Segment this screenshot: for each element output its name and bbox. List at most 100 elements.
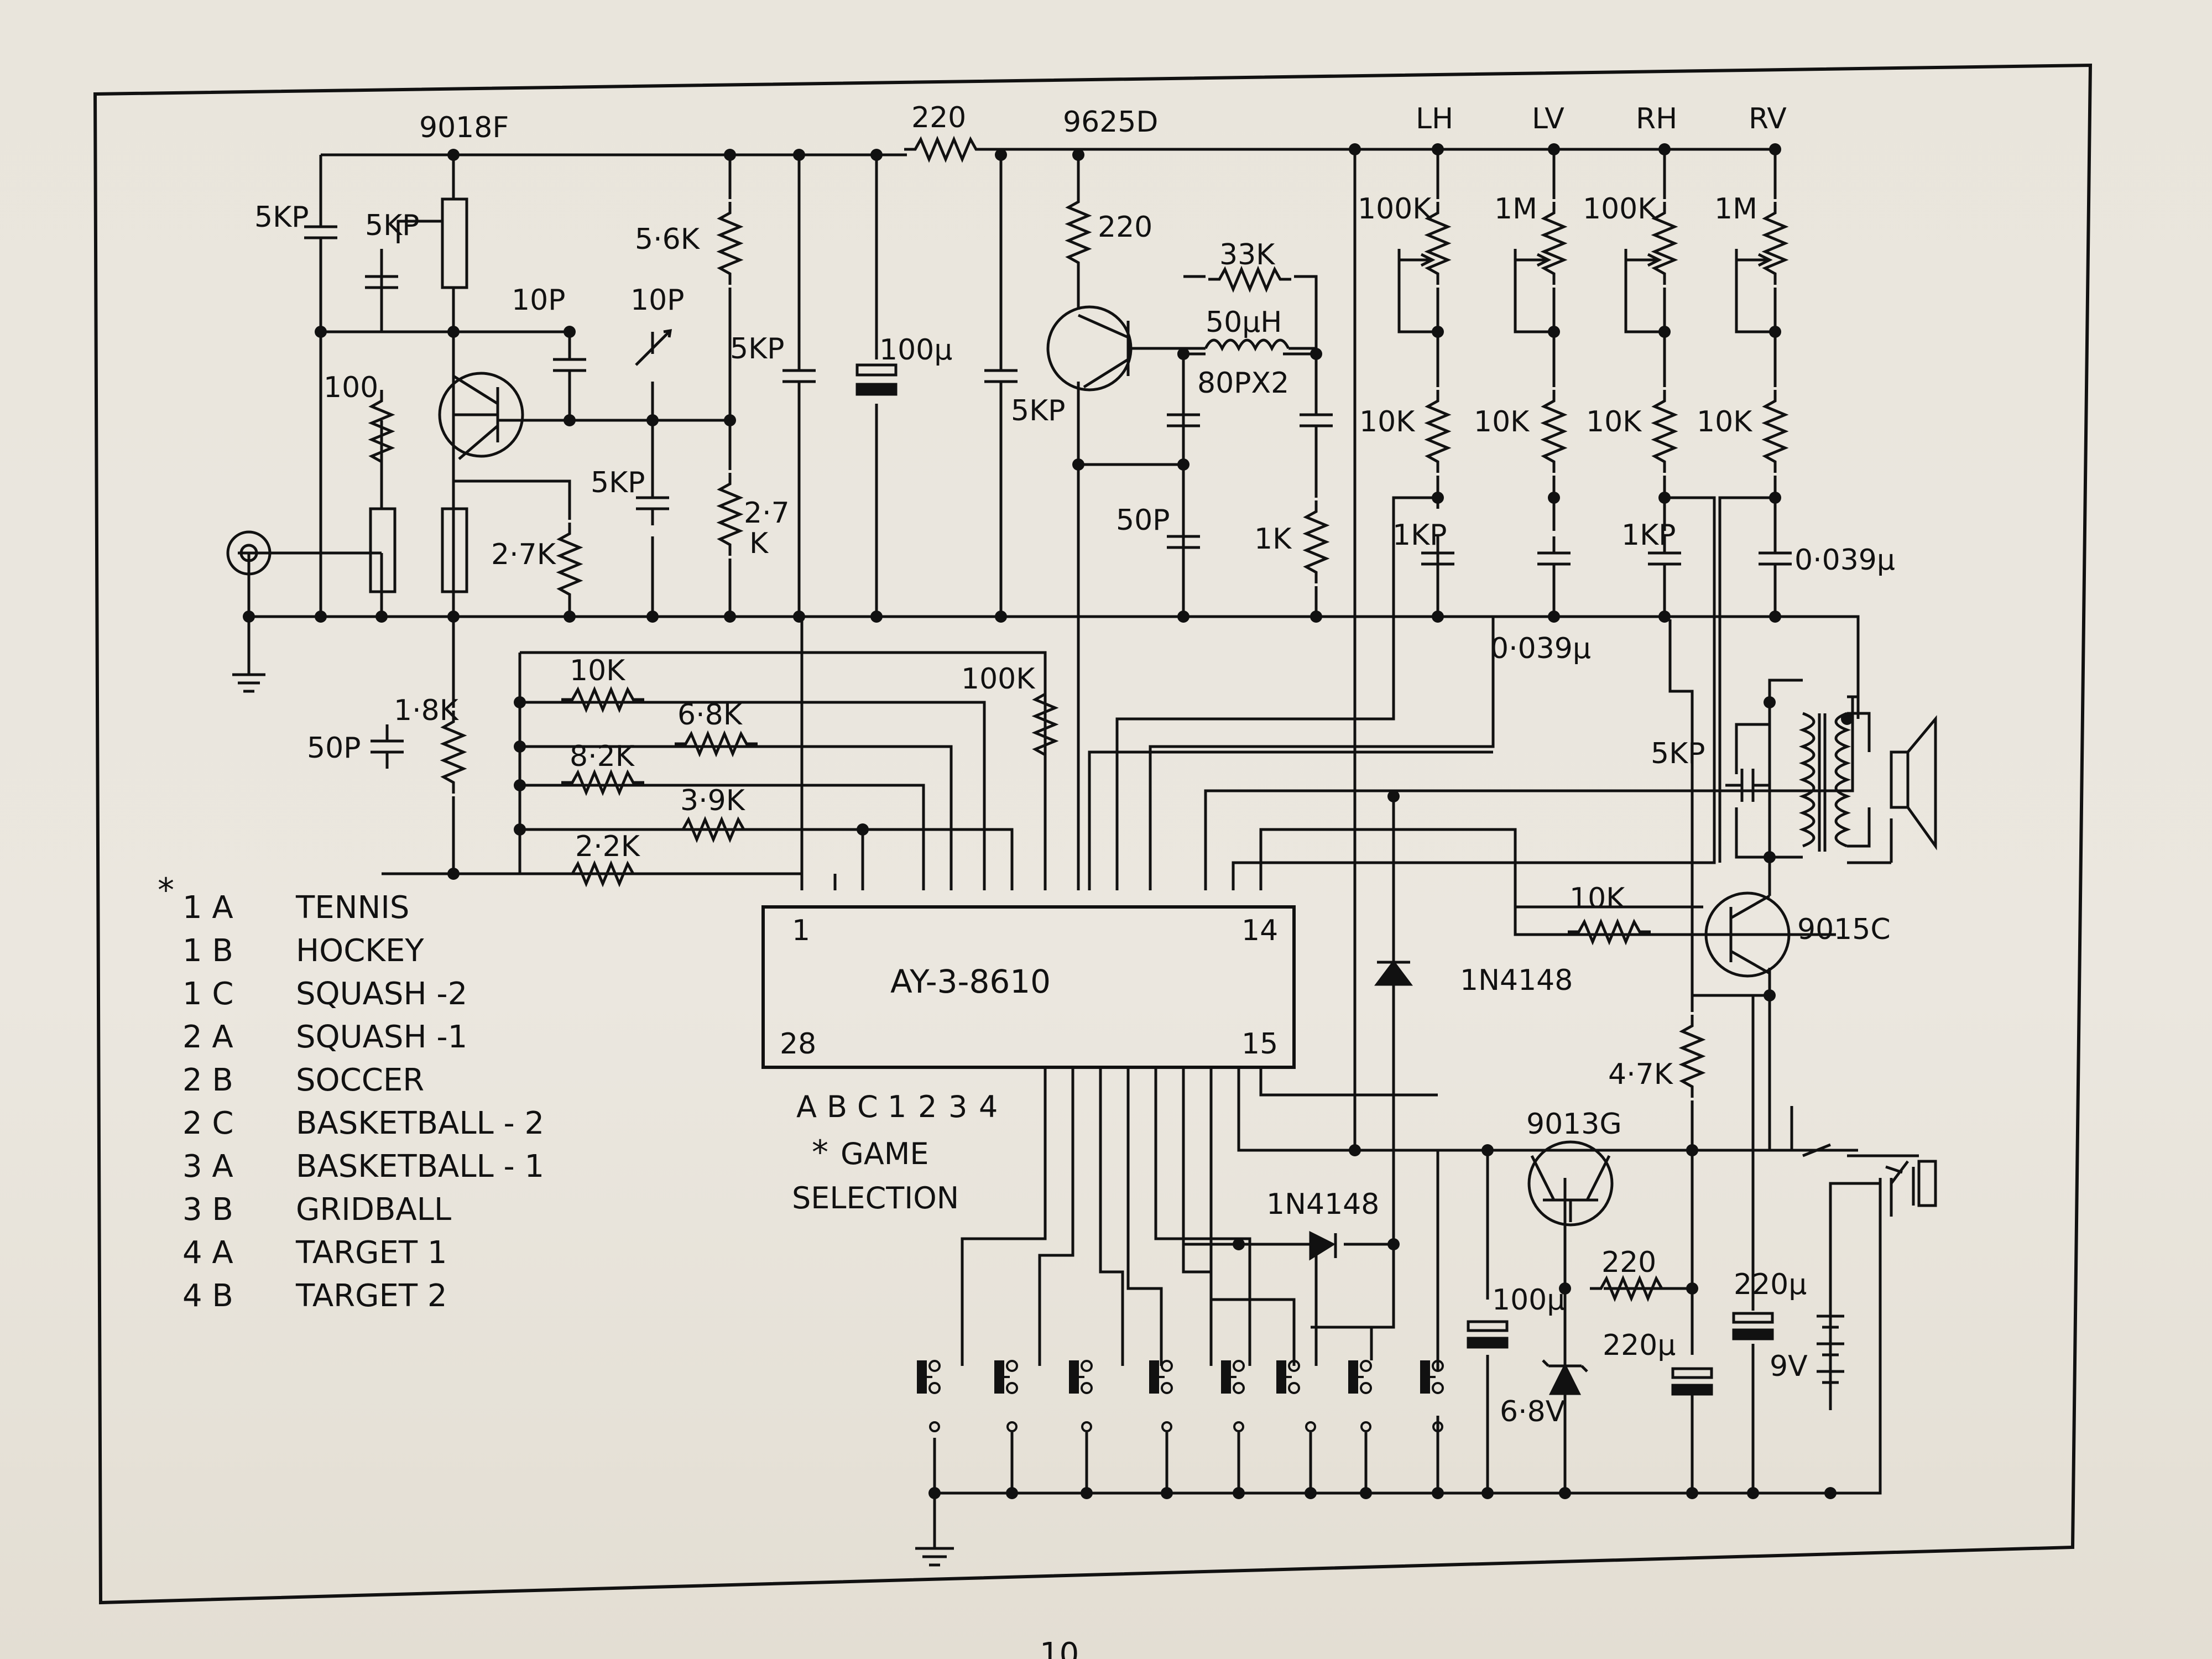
game-pin-5: 3 xyxy=(948,1089,967,1124)
label-r-2-7k-a: 2·7 xyxy=(744,497,790,530)
switch-1 xyxy=(916,1359,941,1395)
label-c-5kp-spk: 5KP xyxy=(1651,737,1705,770)
switch-5 xyxy=(1220,1359,1245,1395)
game-pin-6: 4 xyxy=(979,1089,998,1124)
game-code: 4 B xyxy=(182,1278,233,1314)
label-r-10k-base: 10K xyxy=(1569,882,1626,915)
label-c-5kp-a: 5KP xyxy=(254,201,309,234)
label-pot-100k-a: 100K xyxy=(1358,192,1432,226)
chip-pin-15: 15 xyxy=(1241,1027,1278,1061)
game-code: 3 B xyxy=(182,1192,233,1228)
game-name: TARGET 2 xyxy=(295,1278,447,1314)
power-switch-icon xyxy=(1802,1143,1880,1157)
label-rv: RV xyxy=(1749,102,1787,135)
label-pot-100k-b: 100K xyxy=(1583,192,1657,226)
game-name: TENNIS xyxy=(295,890,409,926)
game-pin-2: C xyxy=(857,1089,878,1124)
label-c-50p-a: 50P xyxy=(1116,504,1170,537)
game-pin-0: A xyxy=(796,1089,817,1124)
label-r-100: 100 xyxy=(324,371,378,404)
label-r-10k-d: 10K xyxy=(1697,405,1753,439)
game-selection-asterisk: * xyxy=(812,1133,828,1172)
supply-rail xyxy=(321,148,1775,156)
label-r-1k: 1K xyxy=(1254,523,1292,556)
label-lv: LV xyxy=(1532,102,1564,135)
label-d-1n4148-a: 1N4148 xyxy=(1460,964,1573,997)
game-name: GRIDBALL xyxy=(296,1192,451,1228)
game-name: TARGET 1 xyxy=(295,1235,447,1271)
label-c-1kp-b: 1KP xyxy=(1621,519,1676,552)
game-name: SOCCER xyxy=(296,1062,424,1098)
switch-8 xyxy=(1419,1359,1444,1395)
game-code: 3 A xyxy=(182,1149,233,1185)
label-r-10k-a: 10K xyxy=(1359,405,1416,439)
game-selection-line1: GAME xyxy=(841,1136,929,1171)
game-code: 2 A xyxy=(182,1019,233,1055)
label-r-2-7k-c: 2·7K xyxy=(491,538,557,571)
label-d-1n4148-b: 1N4148 xyxy=(1266,1188,1379,1221)
diode-1n4148-a xyxy=(1374,959,1413,986)
battery-icon xyxy=(1817,1314,1844,1384)
label-bus-r2: 6·8K xyxy=(677,698,743,732)
game-pin-1: B xyxy=(827,1089,847,1124)
label-r-10k-b: 10K xyxy=(1474,405,1530,439)
label-c-5kp-c: 5KP xyxy=(591,466,645,499)
label-pot-1m-a: 1M xyxy=(1494,192,1537,226)
label-bus-r3: 8·2K xyxy=(570,740,635,773)
chip-pin-28: 28 xyxy=(780,1027,816,1061)
power-jack-icon xyxy=(1917,1160,1937,1207)
label-batt-9v: 9V xyxy=(1770,1350,1808,1383)
label-r-4-7k: 4·7K xyxy=(1608,1058,1674,1091)
game-name: BASKETBALL - 2 xyxy=(296,1105,544,1141)
label-r-1-8k: 1·8K xyxy=(394,694,460,727)
label-c-5kp-b: 5KP xyxy=(365,209,420,242)
chip-pin-14: 14 xyxy=(1241,914,1278,947)
label-c-0039-b: 0·039µ xyxy=(1794,544,1895,577)
game-pin-3: 1 xyxy=(888,1089,906,1124)
label-q-audio: 9015C xyxy=(1797,913,1891,946)
game-pin-4: 2 xyxy=(918,1089,937,1124)
speaker-icon xyxy=(1890,750,1910,809)
label-r-220-reg: 220 xyxy=(1601,1246,1656,1279)
page-number: 10 xyxy=(1040,1636,1079,1659)
label-r-220-b: 220 xyxy=(1098,211,1152,244)
label-c-80px2: 80PX2 xyxy=(1197,367,1289,400)
label-9625d: 9625D xyxy=(1063,106,1158,139)
label-c-5kp-d: 5KP xyxy=(730,332,785,366)
label-c-100u-b: 100µ xyxy=(1492,1284,1565,1317)
game-code: 1 C xyxy=(182,976,234,1012)
label-l-50uh: 50µH xyxy=(1206,306,1282,339)
label-c-220u-a: 220µ xyxy=(1603,1329,1676,1362)
label-r-220-top: 220 xyxy=(911,101,966,134)
label-c-10p-a: 10P xyxy=(512,284,566,317)
label-r-5-6k: 5·6K xyxy=(635,223,701,256)
label-c-100u: 100µ xyxy=(879,333,952,367)
switch-7 xyxy=(1347,1359,1372,1395)
game-code: 1 B xyxy=(182,933,233,969)
switch-2 xyxy=(993,1359,1018,1395)
page-frame xyxy=(93,63,2093,1605)
game-code: 4 A xyxy=(182,1235,233,1271)
label-c-50p-b: 50P xyxy=(307,732,361,765)
game-name: BASKETBALL - 1 xyxy=(296,1149,544,1185)
label-q-reg: 9013G xyxy=(1526,1108,1622,1141)
label-c-0039-a: 0·039µ xyxy=(1490,632,1591,665)
label-r-2-7k-b: K xyxy=(749,527,769,560)
label-pot-1m-b: 1M xyxy=(1714,192,1757,226)
label-r-10k-c: 10K xyxy=(1586,405,1642,439)
label-c-5kp-e: 5KP xyxy=(1011,394,1066,427)
diode-1n4148-b xyxy=(1309,1230,1336,1261)
label-zener: 6·8V xyxy=(1500,1395,1566,1428)
label-c-220u-b: 220µ xyxy=(1734,1268,1807,1301)
game-code: 2 C xyxy=(182,1105,234,1141)
label-lh: LH xyxy=(1416,102,1453,135)
zener-diode xyxy=(1548,1363,1582,1395)
label-bus-r5: 2·2K xyxy=(575,830,641,863)
chip-pin-1: 1 xyxy=(792,914,810,947)
speaker-transformer xyxy=(1798,712,1937,852)
transistor-9018f xyxy=(438,372,524,458)
game-name: HOCKEY xyxy=(296,933,424,969)
rf-output-jack xyxy=(226,530,272,576)
